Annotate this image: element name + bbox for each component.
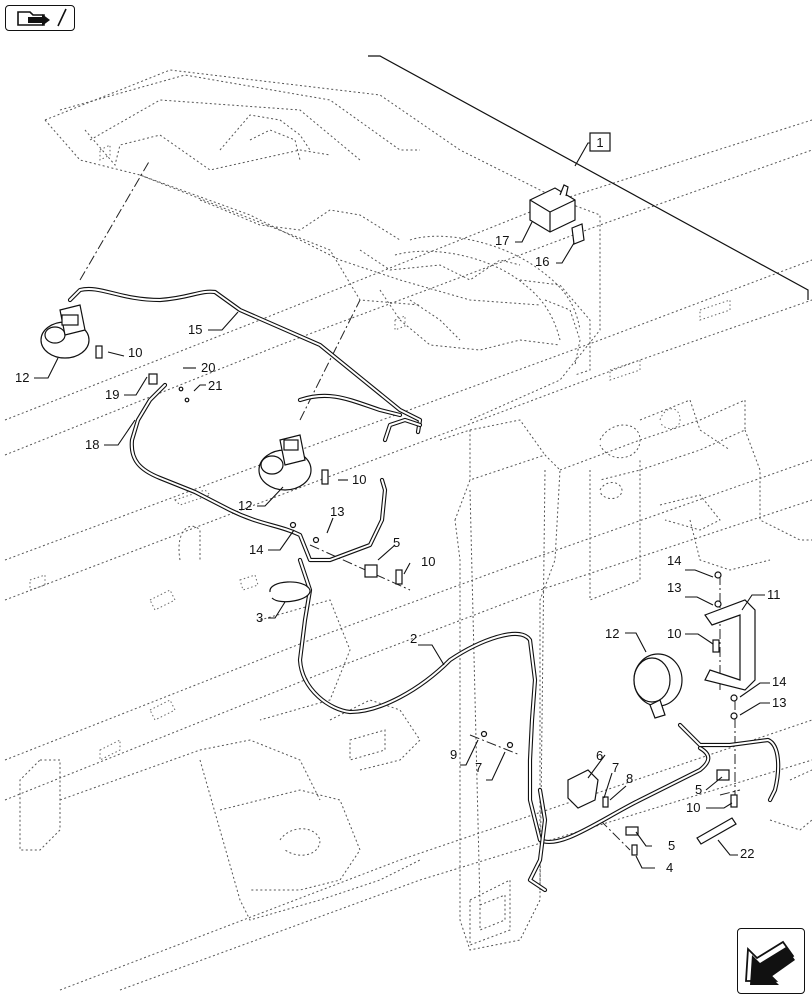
callout-12[interactable]: 12 bbox=[238, 498, 252, 513]
callout-17[interactable]: 17 bbox=[495, 233, 509, 248]
work-light-right bbox=[633, 653, 683, 719]
connector-6 bbox=[567, 769, 599, 809]
fuse-16 bbox=[571, 223, 585, 245]
callout-12[interactable]: 12 bbox=[605, 626, 619, 641]
callout-10[interactable]: 10 bbox=[686, 800, 700, 815]
callout-11[interactable]: 11 bbox=[767, 587, 781, 602]
wiring-harness-15 bbox=[67, 286, 423, 443]
callout-21[interactable]: 21 bbox=[208, 378, 222, 393]
callout-10[interactable]: 10 bbox=[352, 472, 366, 487]
callout-13[interactable]: 13 bbox=[772, 695, 786, 710]
bottom-nav-button[interactable] bbox=[737, 928, 805, 994]
callout-20[interactable]: 20 bbox=[201, 360, 215, 375]
machine-frame-outline bbox=[4, 69, 812, 991]
bracket-right bbox=[704, 599, 756, 691]
callout-12[interactable]: 12 bbox=[15, 370, 29, 385]
callout-2[interactable]: 2 bbox=[410, 631, 417, 646]
arrow-down-left-icon bbox=[745, 940, 795, 985]
wiring-harness-18 bbox=[129, 382, 388, 563]
callout-14[interactable]: 14 bbox=[772, 674, 786, 689]
callout-4[interactable]: 4 bbox=[666, 860, 673, 875]
callout-10[interactable]: 10 bbox=[128, 345, 142, 360]
callout-1: 1 bbox=[596, 135, 603, 150]
callout-13[interactable]: 13 bbox=[667, 580, 681, 595]
callout-7[interactable]: 7 bbox=[475, 760, 482, 775]
callout-6[interactable]: 6 bbox=[596, 748, 603, 763]
callout-19[interactable]: 19 bbox=[105, 387, 119, 402]
cable-tie-3 bbox=[269, 581, 311, 603]
fasteners bbox=[95, 345, 738, 856]
callout-10[interactable]: 10 bbox=[667, 626, 681, 641]
horn-center bbox=[258, 434, 312, 491]
callout-5[interactable]: 5 bbox=[393, 535, 400, 550]
alignment-centerlines bbox=[79, 159, 741, 851]
wiring-harness-2 bbox=[297, 557, 781, 893]
callout-15[interactable]: 15 bbox=[188, 322, 202, 337]
callout-5[interactable]: 5 bbox=[695, 782, 702, 797]
callout-8[interactable]: 8 bbox=[626, 771, 633, 786]
callout-14[interactable]: 14 bbox=[667, 553, 681, 568]
callout-7[interactable]: 7 bbox=[612, 760, 619, 775]
callout-3[interactable]: 3 bbox=[256, 610, 263, 625]
callout-10[interactable]: 10 bbox=[421, 554, 435, 569]
callout-14[interactable]: 14 bbox=[249, 542, 263, 557]
callout-18[interactable]: 18 bbox=[85, 437, 99, 452]
callout-labels: 17 16 10 12 15 19 20 21 18 10 12 13 14 5… bbox=[15, 233, 786, 875]
callout-22[interactable]: 22 bbox=[740, 846, 754, 861]
horn-left bbox=[40, 304, 90, 359]
callout-leaders bbox=[34, 142, 770, 869]
callout-13[interactable]: 13 bbox=[330, 504, 344, 519]
callout-9[interactable]: 9 bbox=[450, 747, 457, 762]
assembly-group-line bbox=[368, 55, 809, 300]
top-nav-button[interactable] bbox=[5, 5, 75, 31]
callout-box-1[interactable]: 1 bbox=[589, 132, 611, 152]
relay-17 bbox=[529, 184, 576, 233]
callout-5[interactable]: 5 bbox=[668, 838, 675, 853]
rod-22 bbox=[696, 817, 737, 845]
folder-arrow-icon bbox=[17, 8, 67, 27]
callout-16[interactable]: 16 bbox=[535, 254, 549, 269]
